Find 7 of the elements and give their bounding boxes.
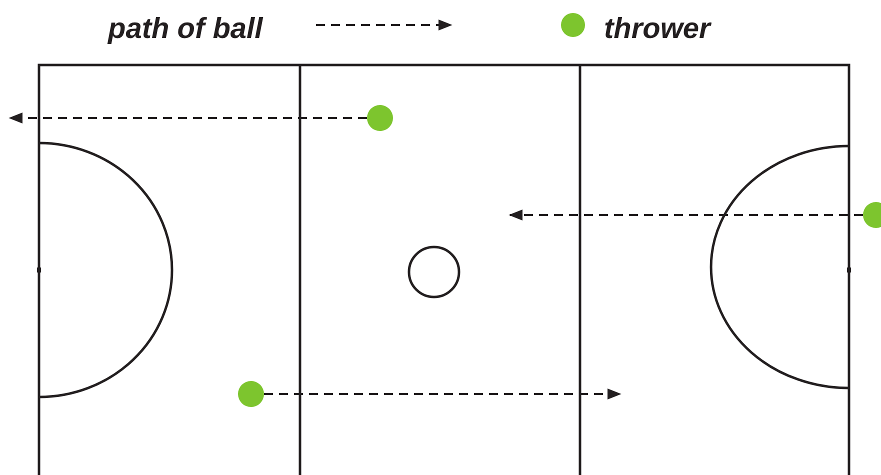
thrower-dot xyxy=(367,105,393,131)
legend-text: thrower xyxy=(604,15,710,44)
legend-text: path of ball xyxy=(108,15,263,44)
ball-path-arrow xyxy=(508,209,863,221)
ball-path-arrow xyxy=(8,112,367,124)
thrower-dot xyxy=(238,381,264,407)
ball-path-arrow xyxy=(264,388,622,400)
